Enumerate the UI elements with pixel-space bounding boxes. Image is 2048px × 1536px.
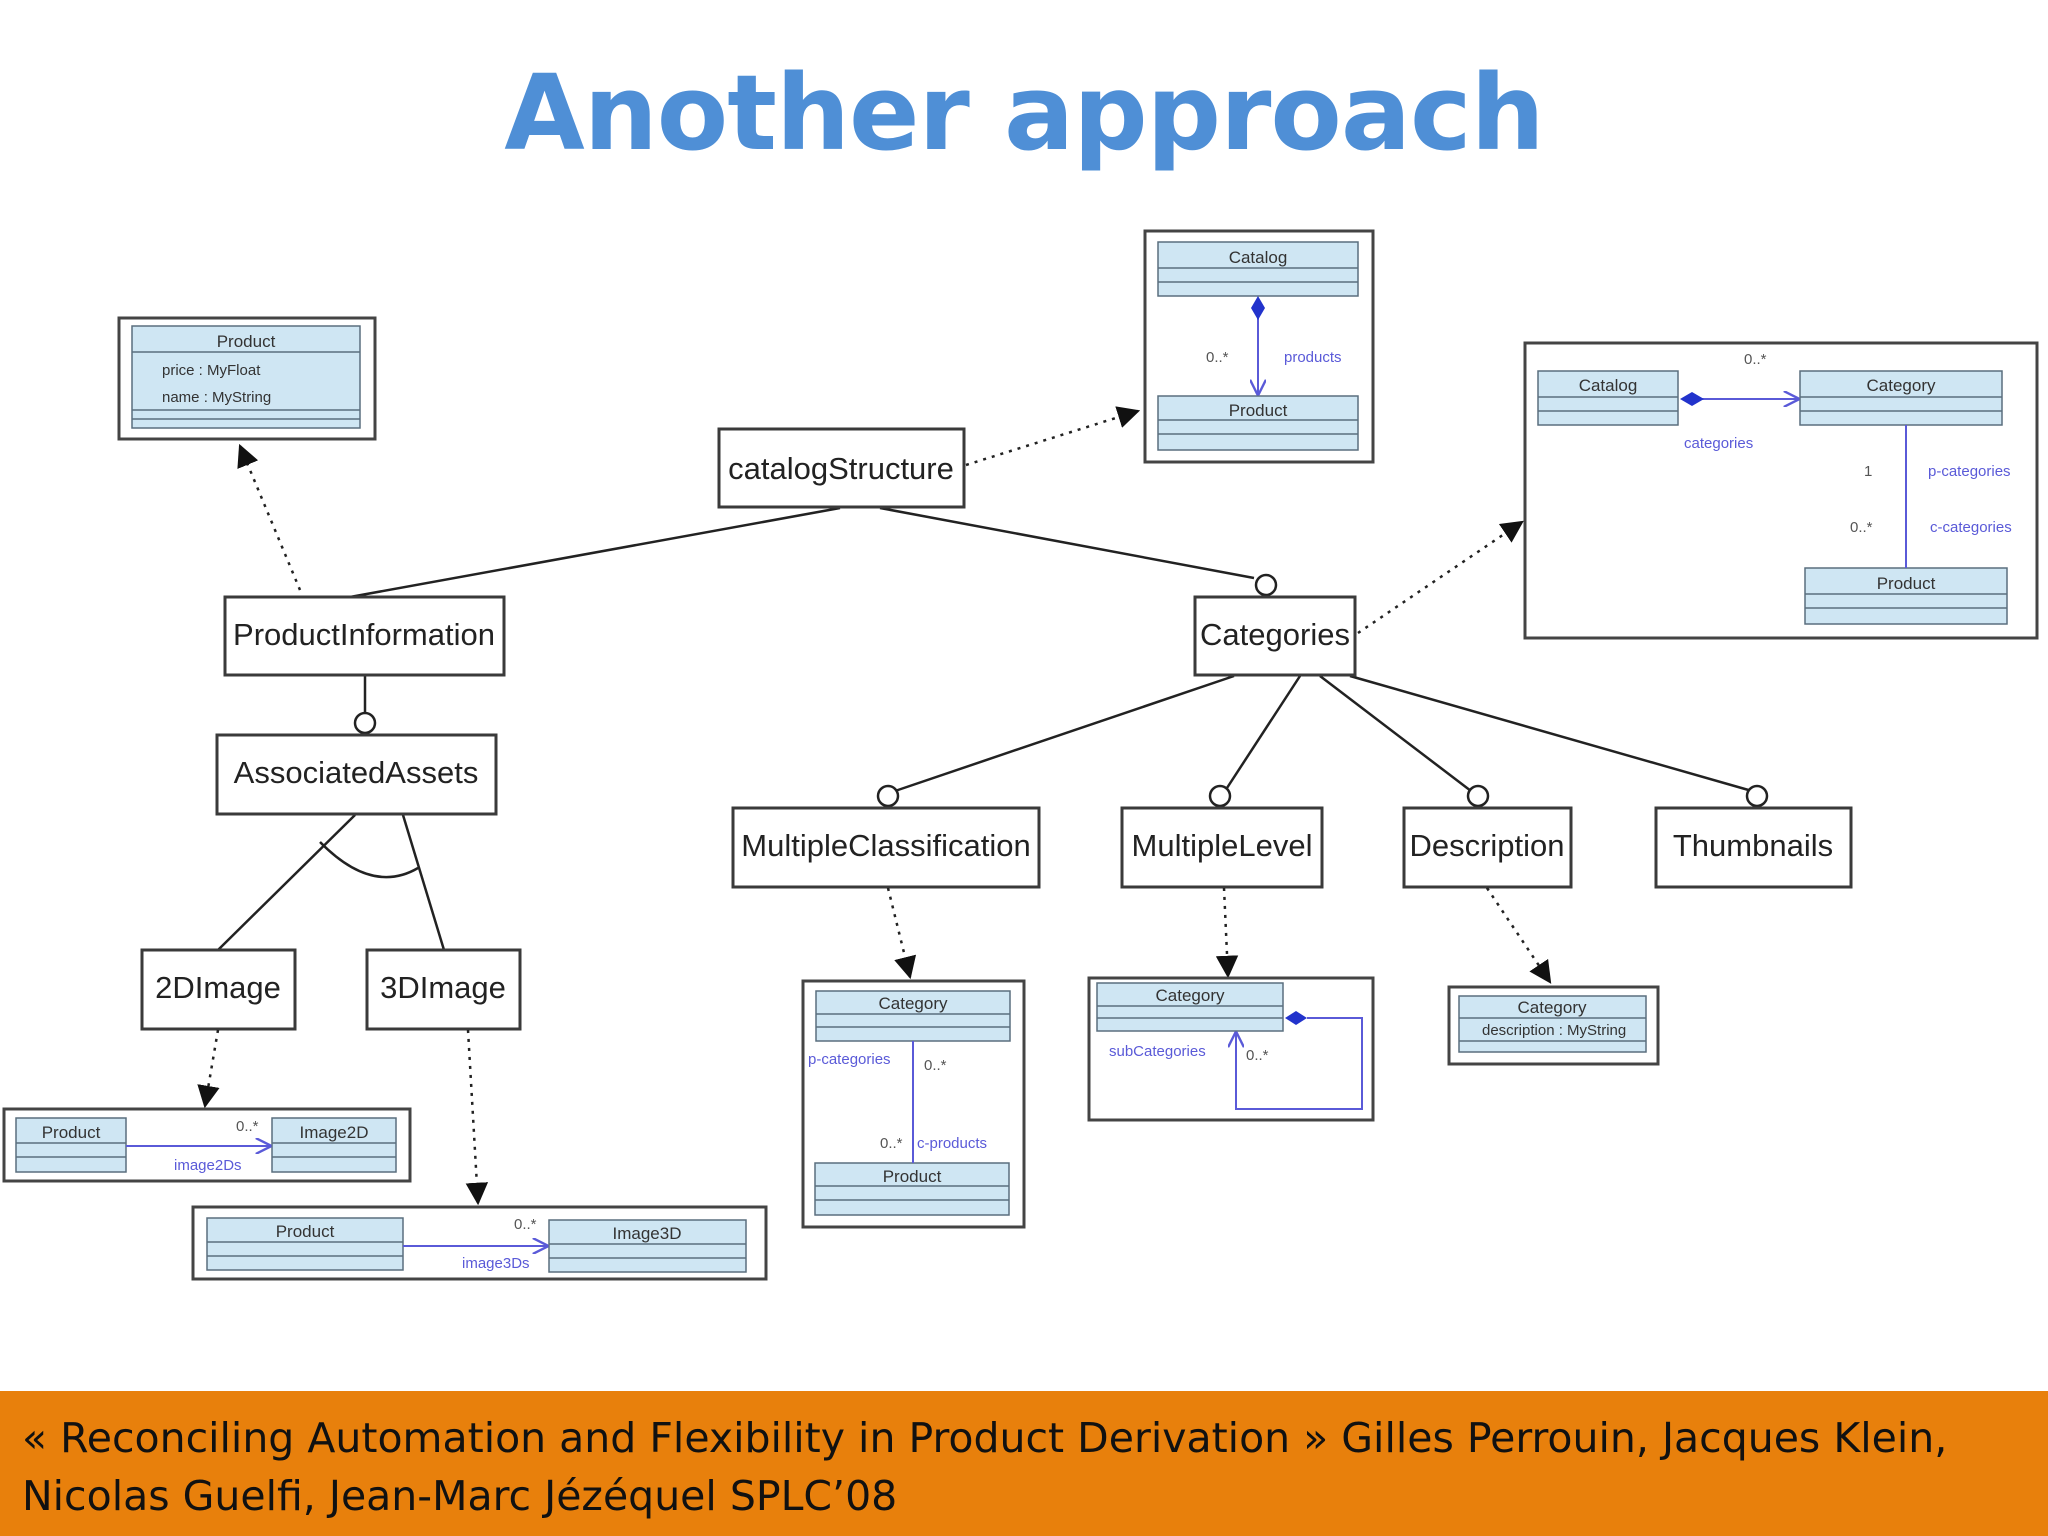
model-description: Category description : MyString: [1447, 985, 1660, 1066]
model-catalog-products: Catalog Product 0..* products: [1143, 229, 1375, 464]
model-image2d: Product Image2D 0..* image2Ds: [2, 1107, 412, 1183]
svg-text:Product: Product: [42, 1123, 101, 1142]
svg-text:MultipleClassification: MultipleClassification: [741, 828, 1030, 863]
svg-text:1: 1: [1864, 463, 1872, 480]
citation-footer: « Reconciling Automation and Flexibility…: [0, 1391, 2048, 1536]
feature-3d-image: 3DImage: [365, 948, 522, 1031]
svg-text:0..*: 0..*: [1206, 349, 1229, 366]
model-image3d: Product Image3D 0..* image3Ds: [191, 1205, 768, 1281]
svg-text:subCategories: subCategories: [1109, 1043, 1206, 1060]
feature-multiple-level: MultipleLevel: [1120, 806, 1324, 889]
svg-text:description : MyString: description : MyString: [1482, 1022, 1626, 1039]
svg-text:Thumbnails: Thumbnails: [1673, 828, 1833, 863]
slide-title: Another approach: [504, 52, 1544, 174]
svg-text:products: products: [1284, 349, 1342, 366]
feature-diagram: catalogStructure ProductInformation Asso…: [2, 229, 2039, 1281]
optional-marker-categories: [1254, 573, 1278, 597]
svg-text:image2Ds: image2Ds: [174, 1157, 242, 1174]
svg-text:Product: Product: [883, 1167, 942, 1186]
feature-2d-image: 2DImage: [140, 948, 297, 1031]
svg-text:3DImage: 3DImage: [380, 970, 506, 1005]
svg-text:Category: Category: [879, 994, 948, 1013]
svg-text:price : MyFloat: price : MyFloat: [162, 362, 261, 379]
svg-text:Description: Description: [1409, 828, 1564, 863]
feature-description: Description: [1402, 806, 1573, 889]
svg-text:Product: Product: [276, 1222, 335, 1241]
feature-thumbnails: Thumbnails: [1654, 806, 1853, 889]
feature-product-information: ProductInformation: [223, 595, 506, 677]
svg-text:0..*: 0..*: [1744, 351, 1767, 368]
svg-text:image3Ds: image3Ds: [462, 1255, 530, 1272]
feature-associated-assets: AssociatedAssets: [215, 733, 498, 816]
svg-text:catalogStructure: catalogStructure: [728, 451, 954, 486]
optional-marker-description: [1466, 784, 1490, 808]
svg-text:0..*: 0..*: [1246, 1047, 1269, 1064]
alternative-arc: [319, 841, 419, 879]
svg-text:0..*: 0..*: [880, 1135, 903, 1152]
svg-text:name : MyString: name : MyString: [162, 389, 271, 406]
svg-text:0..*: 0..*: [1850, 519, 1873, 536]
tree-edges: [217, 506, 1753, 951]
optional-marker-associated-assets: [353, 711, 377, 735]
model-multiple-level: Category subCategories 0..*: [1087, 976, 1375, 1122]
mapping-arrows: [197, 406, 1552, 1206]
svg-text:AssociatedAssets: AssociatedAssets: [234, 755, 479, 790]
svg-text:Category: Category: [1156, 986, 1225, 1005]
citation-text: « Reconciling Automation and Flexibility…: [22, 1414, 1948, 1520]
svg-text:Category: Category: [1518, 998, 1587, 1017]
svg-text:Product: Product: [217, 332, 276, 351]
feature-multiple-classification: MultipleClassification: [731, 806, 1041, 889]
optional-marker-multiple-classification: [876, 784, 900, 808]
optional-markers: [353, 573, 1769, 808]
svg-text:MultipleLevel: MultipleLevel: [1132, 828, 1313, 863]
svg-text:Catalog: Catalog: [1579, 376, 1638, 395]
svg-text:ProductInformation: ProductInformation: [233, 617, 495, 652]
model-multiple-classification: Category Product p-categories 0..* 0..* …: [801, 979, 1026, 1229]
model-categories: Catalog Category Product 0..* categories…: [1523, 341, 2039, 640]
feature-categories: Categories: [1193, 595, 1357, 677]
svg-text:Categories: Categories: [1200, 617, 1350, 652]
svg-text:c-products: c-products: [917, 1135, 987, 1152]
svg-text:p-categories: p-categories: [1928, 463, 2011, 480]
svg-text:0..*: 0..*: [924, 1057, 947, 1074]
svg-text:2DImage: 2DImage: [155, 970, 281, 1005]
svg-text:0..*: 0..*: [236, 1118, 259, 1135]
svg-text:p-categories: p-categories: [808, 1051, 891, 1068]
model-product: Product price : MyFloat name : MyString: [117, 316, 377, 441]
optional-marker-multiple-level: [1208, 784, 1232, 808]
feature-catalog-structure: catalogStructure: [717, 427, 966, 509]
svg-text:Image3D: Image3D: [613, 1224, 682, 1243]
svg-text:0..*: 0..*: [514, 1216, 537, 1233]
svg-text:Product: Product: [1229, 401, 1288, 420]
svg-text:Category: Category: [1867, 376, 1936, 395]
svg-text:Catalog: Catalog: [1229, 248, 1288, 267]
svg-text:Image2D: Image2D: [300, 1123, 369, 1142]
svg-text:c-categories: c-categories: [1930, 519, 2012, 536]
svg-text:Product: Product: [1877, 574, 1936, 593]
svg-text:categories: categories: [1684, 435, 1753, 452]
optional-marker-thumbnails: [1745, 784, 1769, 808]
